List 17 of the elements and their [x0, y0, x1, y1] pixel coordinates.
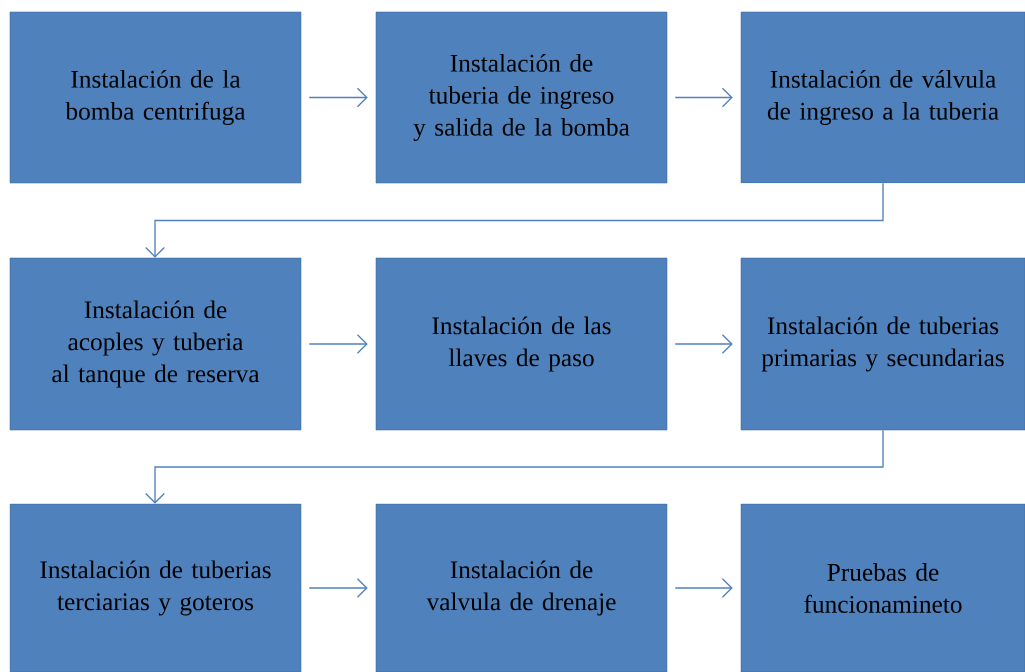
process-box: Instalación de acoples y tuberia al tanque de reserva [9, 257, 302, 431]
process-box: Pruebas de funcionamineto [740, 503, 1025, 672]
arrow [308, 334, 368, 354]
arrow [145, 429, 884, 504]
process-box: Instalación de tuberia de ingreso y salida de la bomba [375, 11, 668, 184]
process-box: Instalación de las llaves de paso [375, 257, 668, 431]
arrow [674, 334, 733, 354]
process-box: Instalación de valvula de drenaje [375, 503, 668, 672]
arrow [308, 87, 368, 108]
process-box: Instalación de tuberias terciarias y goteros [9, 503, 302, 672]
process-box: Instalación de válvula de ingreso a la tuberia [740, 11, 1025, 184]
arrow [308, 578, 368, 598]
arrow [674, 578, 733, 598]
process-box: Instalación de tuberias primarias y secundarias [740, 257, 1025, 431]
process-box: Instalación de la bomba centrifuga [9, 11, 302, 184]
arrow [145, 182, 884, 258]
arrow [674, 87, 733, 108]
